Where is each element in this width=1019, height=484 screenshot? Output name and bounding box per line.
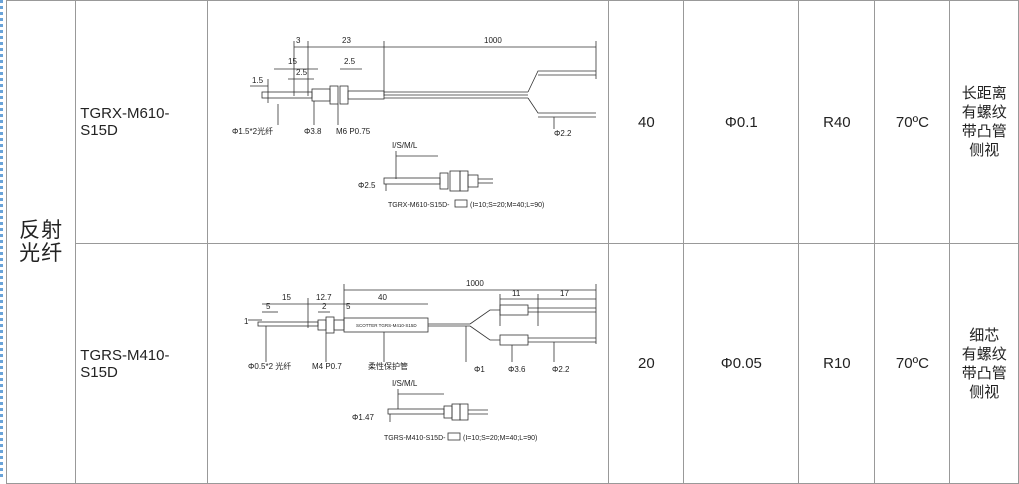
dim-17: 17 [560, 289, 569, 298]
min-object-cell: Φ0.1 [683, 0, 800, 244]
side-label: I/S/M/L [392, 141, 418, 150]
dim-5a: 5 [266, 302, 271, 311]
dim-15: 15 [288, 57, 297, 66]
side-phi: Φ2.5 [358, 181, 376, 190]
bend-radius-cell: R10 [798, 243, 876, 484]
label-phi38: Φ3.8 [304, 127, 322, 136]
label-thread: M6 P0.75 [336, 127, 371, 136]
temperature-cell: 70ºC [874, 243, 951, 484]
desc-line: 侧视 [969, 383, 1000, 401]
dim-40: 40 [378, 293, 387, 302]
temperature-cell: 70ºC [874, 0, 951, 244]
category-line-2: 光纤 [19, 242, 64, 265]
tube-text: SCOTTER TGRS-M410-S15D [356, 323, 417, 328]
desc-line: 长距离 [961, 85, 1007, 102]
dim-12-7: 12.7 [316, 293, 332, 302]
distance-cell: 40 [608, 0, 685, 244]
min-object-cell: Φ0.05 [683, 243, 800, 484]
model-cell: TGRX-M610-S15D [75, 0, 208, 244]
dim-5b: 5 [346, 302, 351, 311]
category-cell: 反射 光纤 [5, 0, 77, 484]
caption-model: TGRX-M610-S15D- [388, 202, 450, 209]
category-line-1: 反射 [19, 219, 64, 242]
side-label: I/S/M/L [392, 379, 418, 388]
caption-note: (I=10;S=20;M=40;L=90) [470, 202, 544, 209]
dim-2-5a: 2.5 [296, 68, 308, 77]
label-phi36: Φ3.6 [508, 365, 526, 374]
dim-2: 2 [322, 302, 327, 311]
dim-3: 3 [296, 36, 301, 45]
desc-line: 侧视 [969, 142, 1000, 159]
label-fiber: Φ1.5*2光纤 [232, 126, 273, 136]
dim-15: 15 [282, 293, 291, 302]
side-phi: Φ1.47 [352, 413, 375, 422]
dim-1000: 1000 [484, 36, 502, 45]
category-label: 反射 光纤 [7, 219, 75, 265]
label-phi1: Φ1 [474, 365, 485, 374]
caption-model: TGRS-M410-S15D- [384, 435, 446, 442]
dim-1000: 1000 [466, 279, 484, 288]
caption-note: (I=10;S=20;M=40;L=90) [463, 435, 537, 442]
distance-cell: 20 [608, 243, 685, 484]
desc-cell: 细芯 有螺纹 带凸管 侧视 [949, 243, 1019, 484]
label-tube: 柔性保护管 [368, 361, 408, 371]
dim-23: 23 [342, 36, 351, 45]
drawing-cell: 3 23 1000 15 2.5 2.5 1.5 Φ1.5*2光纤 Φ3.8 M… [206, 0, 610, 244]
drawing-cell: 1000 15 12.7 40 5 2 5 11 17 1 SCOTTER TG… [206, 243, 610, 484]
desc-line: 有螺纹 [961, 345, 1007, 363]
dim-1: 1 [244, 317, 249, 326]
page-edge-dashes [0, 0, 3, 478]
dim-1-5: 1.5 [252, 76, 264, 85]
label-cable: Φ2.2 [554, 129, 572, 138]
table-row: TGRS-M410-S15D [7, 243, 1019, 484]
dim-11: 11 [512, 289, 521, 298]
desc-line: 细芯 [969, 326, 1000, 344]
fiber-drawing-1: 3 23 1000 15 2.5 2.5 1.5 Φ1.5*2光纤 Φ3.8 M… [232, 36, 596, 209]
label-phi22: Φ2.2 [552, 365, 570, 374]
dim-2-5b: 2.5 [344, 57, 356, 66]
desc-cell: 长距离 有螺纹 带凸管 侧视 [949, 0, 1019, 244]
label-thread: M4 P0.7 [312, 362, 342, 371]
desc-line: 带凸管 [961, 364, 1007, 382]
bend-radius-cell: R40 [798, 0, 876, 244]
table-row: 反射 光纤 TGRX-M610-S15D [5, 0, 1019, 484]
fiber-drawing-2: 1000 15 12.7 40 5 2 5 11 17 1 SCOTTER TG… [244, 279, 596, 442]
spec-table: 反射 光纤 TGRX-M610-S15D [5, 0, 1019, 484]
desc-line: 带凸管 [961, 123, 1007, 140]
desc-line: 有螺纹 [961, 104, 1007, 121]
label-fiber: Φ0.5*2 光纤 [248, 361, 291, 371]
model-cell: TGRS-M410-S15D [75, 243, 208, 484]
